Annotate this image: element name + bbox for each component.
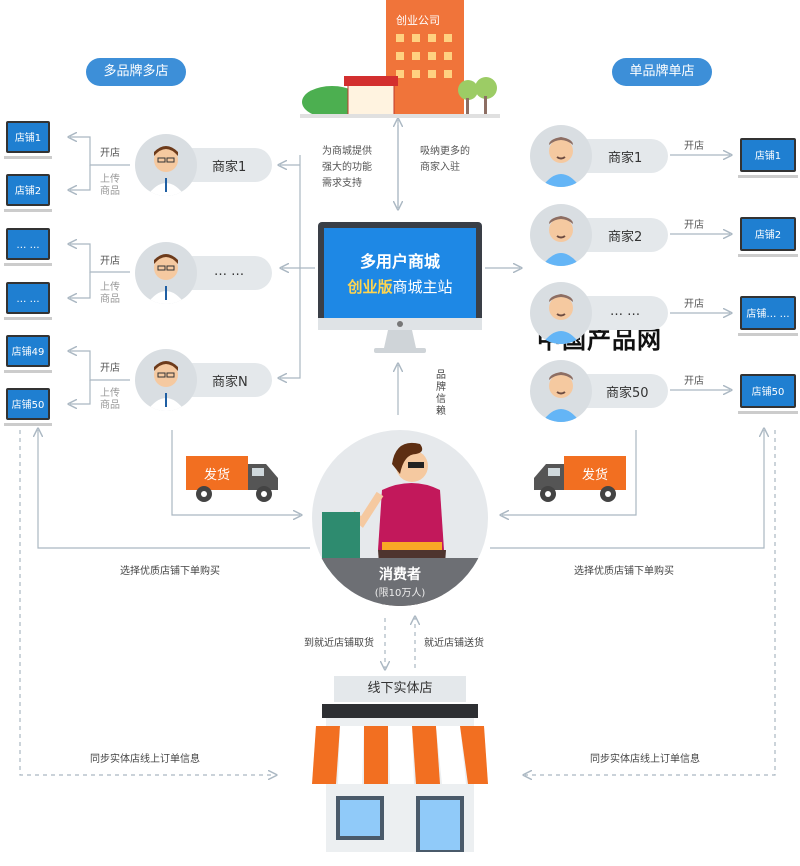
support-text-3: 需求支持 (322, 178, 362, 189)
right-merchant-2-label: 商家2 (608, 230, 643, 245)
company-label: 创业公司 (396, 14, 440, 27)
center-subtitle: 商城主站 (392, 278, 453, 296)
open-store-label: 开店 (684, 376, 704, 387)
consumer-band (312, 558, 488, 606)
support-text-2: 强大的功能 (322, 162, 372, 173)
storefront-icon (312, 704, 488, 854)
upload-label-2b: 商品 (100, 294, 120, 305)
open-store-label: 开店 (684, 141, 704, 152)
attract-text-1: 吸纳更多的 (420, 146, 470, 157)
upload-label-3a: 上传 (100, 388, 120, 399)
right-section-title: 单品牌单店 (612, 58, 712, 86)
ship-label-right: 发货 (581, 468, 608, 483)
consumer-sub: (限10万人) (374, 588, 426, 599)
right-merchant-4-label: 商家50 (606, 386, 649, 401)
open-store-label: 开店 (100, 256, 120, 267)
merchant-avatar-icon (135, 349, 197, 411)
delivery-label: 就近店铺送货 (424, 638, 484, 649)
center-highlight: 创业版 (347, 278, 393, 296)
center-subtitle-row: 创业版商城主站 (318, 276, 482, 297)
attract-text-2: 商家入驻 (420, 162, 460, 173)
right-store-4: 店铺50 (738, 374, 798, 414)
merchant-avatar-icon (530, 204, 592, 266)
open-store-label: 开店 (684, 220, 704, 231)
merchant-avatar-icon (530, 282, 592, 344)
offline-store-label: 线下实体店 (334, 676, 466, 702)
left-store-1: 店铺1 (4, 121, 52, 159)
left-section-title: 多品牌多店 (86, 58, 186, 86)
truck-icon-right: 发货 (530, 452, 626, 506)
company-building: 创业公司 (300, 0, 500, 118)
upload-label-1b: 商品 (100, 186, 120, 197)
left-merchant-2-label: … … (214, 264, 245, 279)
open-store-label: 开店 (100, 148, 120, 159)
right-merchant-3-label: … … (610, 304, 641, 319)
right-store-3: 店铺… … (738, 296, 798, 336)
left-merchant-1-label: 商家1 (212, 160, 247, 175)
open-store-label: 开店 (684, 299, 704, 310)
buy-left-label: 选择优质店铺下单购买 (120, 566, 220, 577)
right-store-2: 店铺2 (738, 217, 798, 257)
pickup-label: 到就近店铺取货 (304, 638, 374, 649)
sync-right-label: 同步实体店线上订单信息 (590, 754, 700, 765)
truck-icon-left: 发货 (186, 452, 282, 506)
left-store-3: … … (4, 228, 52, 266)
left-store-4: … … (4, 282, 52, 320)
center-title: 多用户商城 (359, 252, 440, 271)
merchant-avatar-icon (135, 134, 197, 196)
left-store-6: 店铺50 (4, 388, 52, 426)
left-store-2: 店铺2 (4, 174, 52, 212)
right-store-1: 店铺1 (738, 138, 798, 178)
upload-label-3b: 商品 (100, 400, 120, 411)
consumer-circle: 消费者 (限10万人) (312, 430, 488, 606)
upload-label-1a: 上传 (100, 174, 120, 185)
merchant-avatar-icon (530, 125, 592, 187)
consumer-title: 消费者 (379, 567, 421, 583)
brand-trust-label: 品牌信赖 (436, 370, 446, 417)
right-merchant-1-label: 商家1 (608, 151, 643, 166)
open-store-label: 开店 (100, 363, 120, 374)
merchant-avatar-icon (530, 360, 592, 422)
sync-left-label: 同步实体店线上订单信息 (90, 754, 200, 765)
upload-label-2a: 上传 (100, 282, 120, 293)
ship-label-left: 发货 (203, 468, 230, 483)
center-monitor: 多用户商城 创业版商城主站 (318, 222, 482, 356)
left-store-5: 店铺49 (4, 335, 52, 373)
left-merchant-3-label: 商家N (212, 375, 248, 390)
support-text-1: 为商城提供 (322, 146, 372, 157)
merchant-avatar-icon (135, 242, 197, 304)
buy-right-label: 选择优质店铺下单购买 (574, 566, 674, 577)
